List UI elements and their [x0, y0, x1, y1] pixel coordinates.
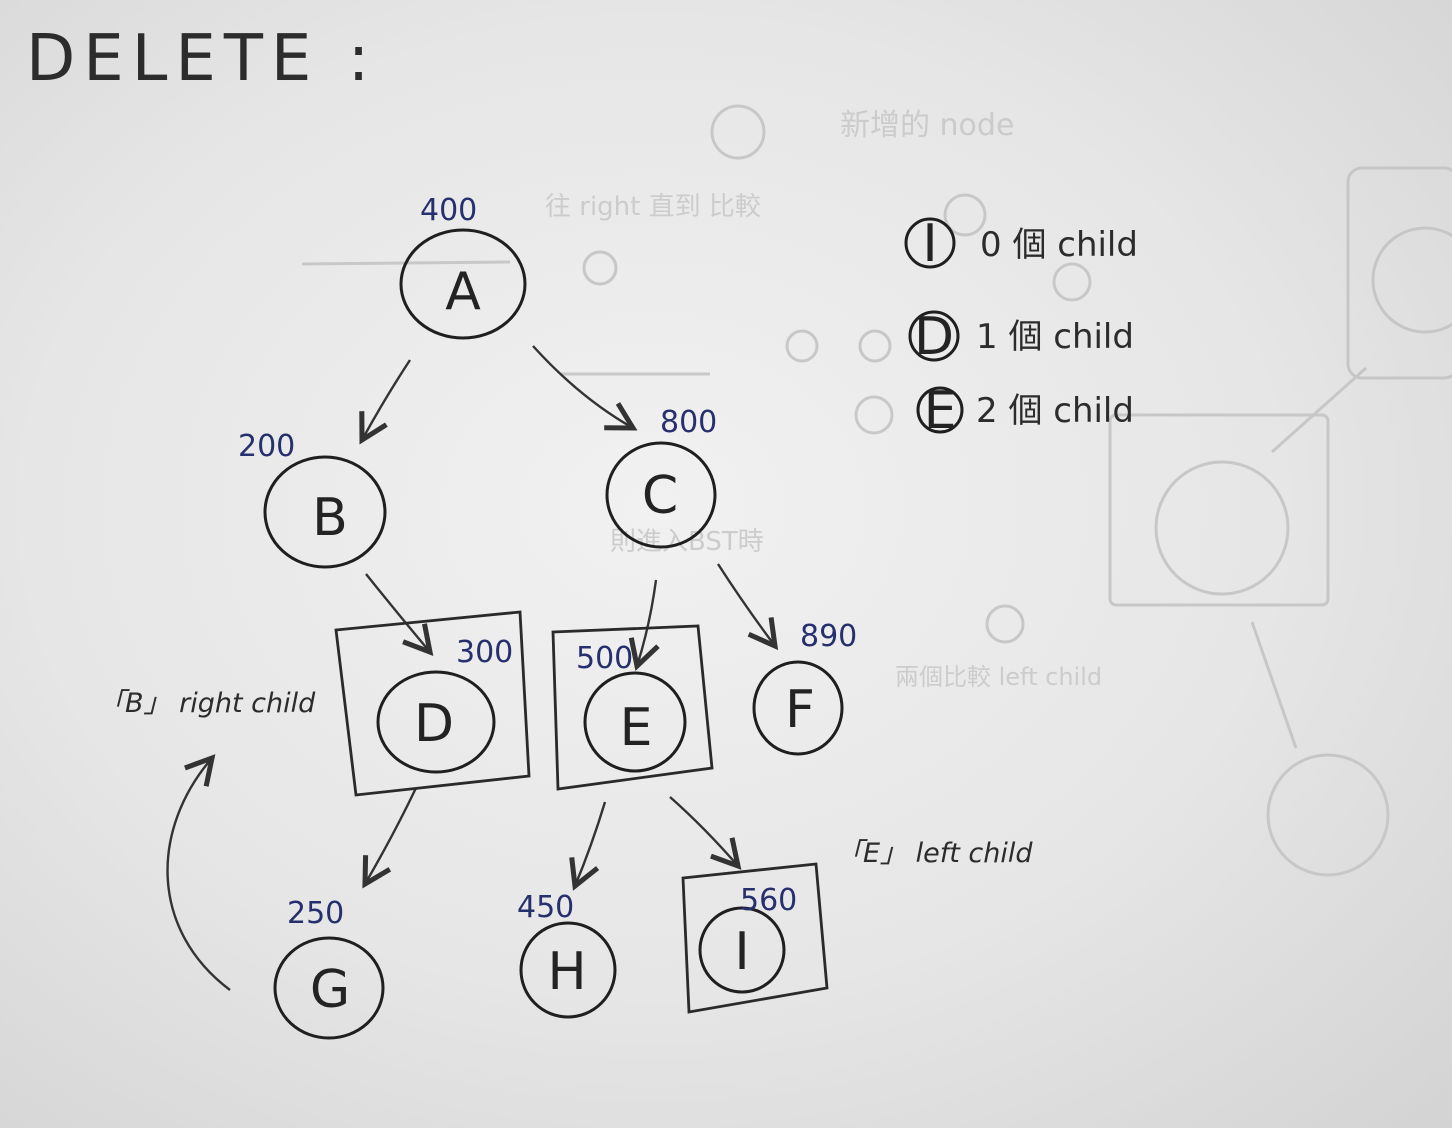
edge-c-f	[716, 563, 779, 651]
edge-a-c	[532, 345, 638, 431]
show-through-background: 新增的 node 往 right 直到 比較 則進入BST時 兩個比較 left…	[301, 104, 1452, 877]
node-f: F 890	[752, 619, 857, 756]
legend-item-zero-child: I 0 個 child	[904, 214, 1138, 274]
node-b: B 200	[238, 429, 387, 569]
edge-e-h	[569, 801, 607, 891]
node-g: G 250	[273, 896, 385, 1040]
node-a-value: 400	[420, 193, 477, 228]
highlight-box-d	[334, 610, 531, 797]
edge-c-e	[628, 579, 660, 671]
node-h: H 450	[517, 890, 617, 1019]
highlight-boxes	[334, 610, 829, 1014]
legend-text-zero: 0 個 child	[980, 225, 1138, 265]
legend-symbol-i: I	[922, 214, 937, 274]
page-title: DELETE :	[26, 22, 377, 96]
node-i-value: 560	[740, 883, 797, 918]
node-a: A 400	[399, 193, 527, 340]
edge-d-g	[362, 787, 418, 889]
edge-e-i	[669, 796, 742, 870]
node-a-label: A	[445, 262, 481, 322]
node-e: E 500	[576, 641, 687, 773]
edge-a-b	[359, 359, 412, 445]
svg-text:兩個比較 left child: 兩個比較 left child	[895, 663, 1102, 691]
legend-symbol-d: D	[914, 307, 954, 367]
tree-edges	[359, 345, 779, 891]
highlight-box-i	[681, 862, 829, 1014]
node-h-label: H	[547, 942, 586, 1002]
legend-text-one: 1 個 child	[976, 317, 1134, 357]
node-c-label: C	[642, 466, 678, 526]
curved-arrow	[166, 754, 231, 991]
edge-b-d	[365, 573, 434, 656]
tree-nodes: A 400 B 200 C 800 D 300 E 500 F 890	[238, 193, 857, 1040]
node-d-value: 300	[456, 635, 513, 670]
node-f-label: F	[785, 680, 815, 740]
node-d-label: D	[414, 694, 454, 754]
node-g-value: 250	[287, 896, 344, 931]
legend-symbol-e: E	[924, 381, 957, 441]
legend-item-two-child: E 2 個 child	[916, 381, 1134, 441]
annotations: 「B」 right child 「E」 left child	[98, 688, 1033, 991]
node-c-value: 800	[660, 405, 717, 440]
node-e-label: E	[620, 698, 653, 758]
annotation-b-right-child: 「B」 right child	[98, 688, 316, 719]
node-f-value: 890	[800, 619, 857, 654]
node-e-value: 500	[576, 641, 633, 676]
annotation-e-left-child: 「E」 left child	[836, 838, 1033, 869]
node-b-value: 200	[238, 429, 295, 464]
highlight-box-e	[551, 624, 714, 791]
legend-item-one-child: D 1 個 child	[908, 307, 1134, 367]
svg-text:往 right 直到 比較: 往 right 直到 比較	[545, 192, 761, 222]
legend: I 0 個 child D 1 個 child E 2 個 child	[904, 214, 1138, 441]
node-c: C 800	[605, 405, 717, 549]
node-b-label: B	[312, 488, 348, 548]
legend-text-two: 2 個 child	[976, 391, 1134, 431]
node-i: I 560	[698, 883, 797, 994]
node-d: D 300	[376, 635, 513, 774]
svg-text:新增的 node: 新增的 node	[840, 108, 1014, 143]
node-h-value: 450	[517, 890, 574, 925]
node-g-label: G	[310, 960, 350, 1020]
node-i-label: I	[734, 922, 749, 982]
